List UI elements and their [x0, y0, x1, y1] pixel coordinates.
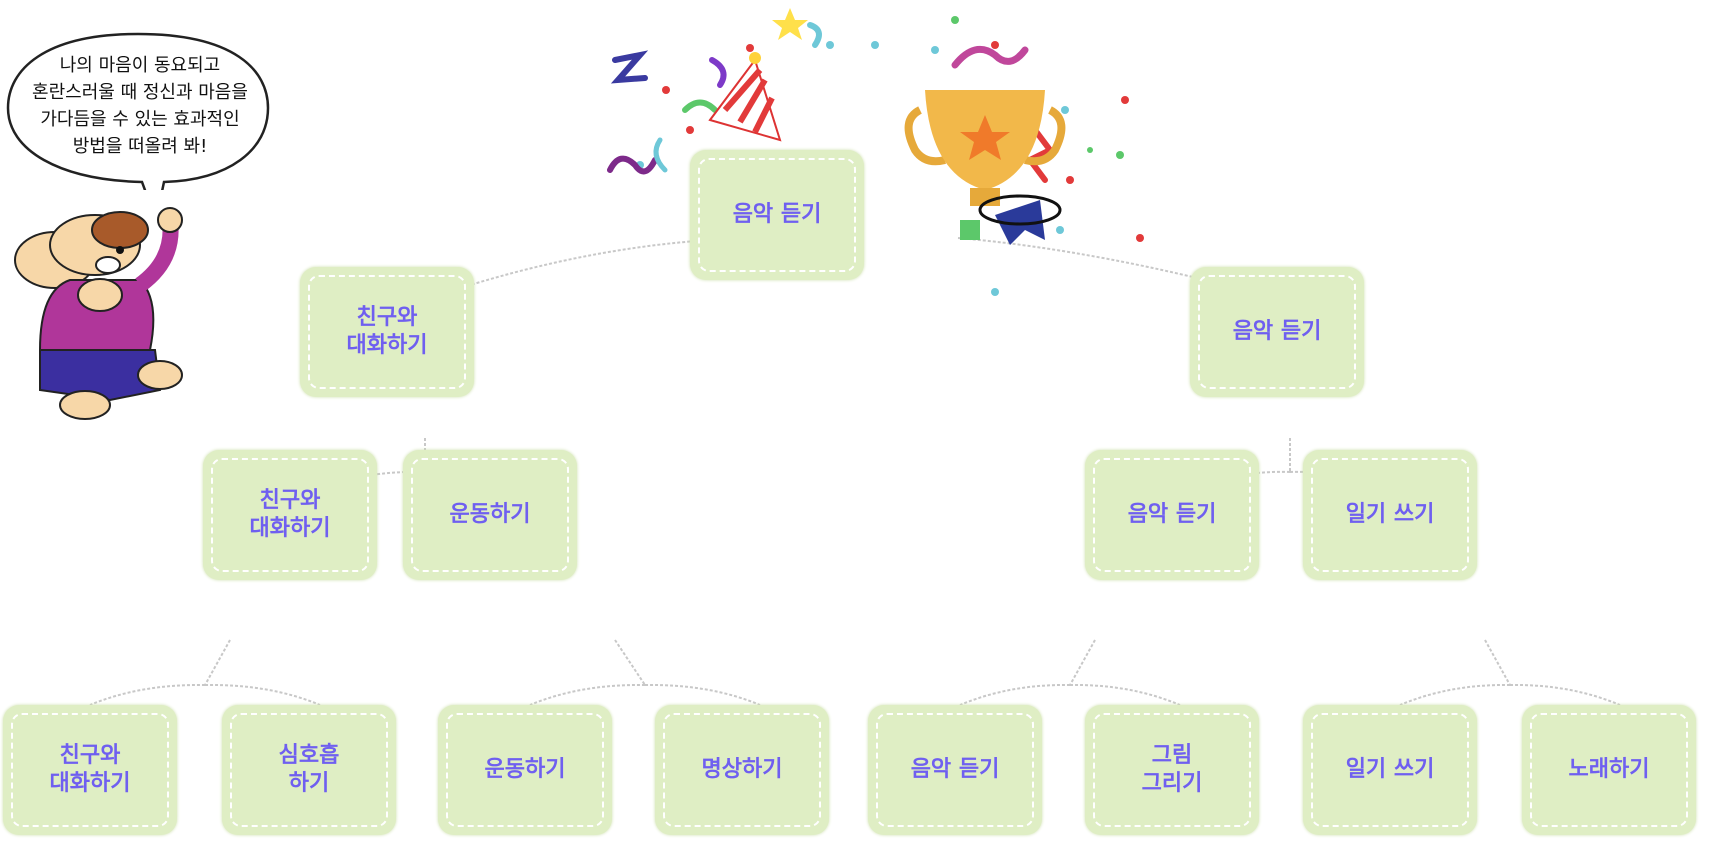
tree-node-level3: 친구와 대화하기 — [3, 705, 177, 835]
tree-node-level1: 친구와 대화하기 — [300, 267, 474, 397]
node-label: 음악 듣기 — [910, 757, 1000, 782]
node-label: 친구와 대화하기 — [346, 305, 428, 358]
node-label: 명상하기 — [701, 757, 783, 782]
node-label: 친구와 대화하기 — [249, 488, 331, 541]
node-label: 음악 듣기 — [1232, 319, 1322, 344]
confetti-icon — [607, 8, 1144, 296]
node-label: 심호흡 하기 — [278, 743, 340, 796]
node-label: 운동하기 — [484, 757, 566, 782]
tree-node-level3: 노래하기 — [1522, 705, 1696, 835]
tree-node-level2: 친구와 대화하기 — [203, 450, 377, 580]
tree-node-level2: 음악 듣기 — [1085, 450, 1259, 580]
tree-node-level3: 운동하기 — [438, 705, 612, 835]
node-label: 음악 듣기 — [732, 202, 822, 227]
node-label: 노래하기 — [1568, 757, 1650, 782]
speech-bubble-text: 나의 마음이 동요되고 혼란스러울 때 정신과 마음을 가다듬을 수 있는 효과… — [32, 55, 248, 157]
speech-bubble-shape — [6, 32, 270, 190]
tree-node-level3: 음악 듣기 — [868, 705, 1042, 835]
tree-node-level1: 음악 듣기 — [1190, 267, 1364, 397]
node-label: 음악 듣기 — [1127, 502, 1217, 527]
tree-node-level3: 일기 쓰기 — [1303, 705, 1477, 835]
node-label: 그림 그리기 — [1141, 743, 1203, 796]
tree-node-level3: 명상하기 — [655, 705, 829, 835]
tree-node-level2: 운동하기 — [403, 450, 577, 580]
party-hat-icon — [708, 52, 782, 142]
tree-node-level3: 심호흡 하기 — [222, 705, 396, 835]
dog-mascot-icon — [14, 207, 183, 420]
trophy-icon — [904, 90, 1066, 245]
node-label: 운동하기 — [449, 502, 531, 527]
node-label: 일기 쓰기 — [1345, 502, 1435, 527]
node-label: 일기 쓰기 — [1345, 757, 1435, 782]
node-label: 친구와 대화하기 — [49, 743, 131, 796]
tree-node-level3: 그림 그리기 — [1085, 705, 1259, 835]
tree-node-root: 음악 듣기 — [690, 150, 864, 280]
tree-node-level2: 일기 쓰기 — [1303, 450, 1477, 580]
